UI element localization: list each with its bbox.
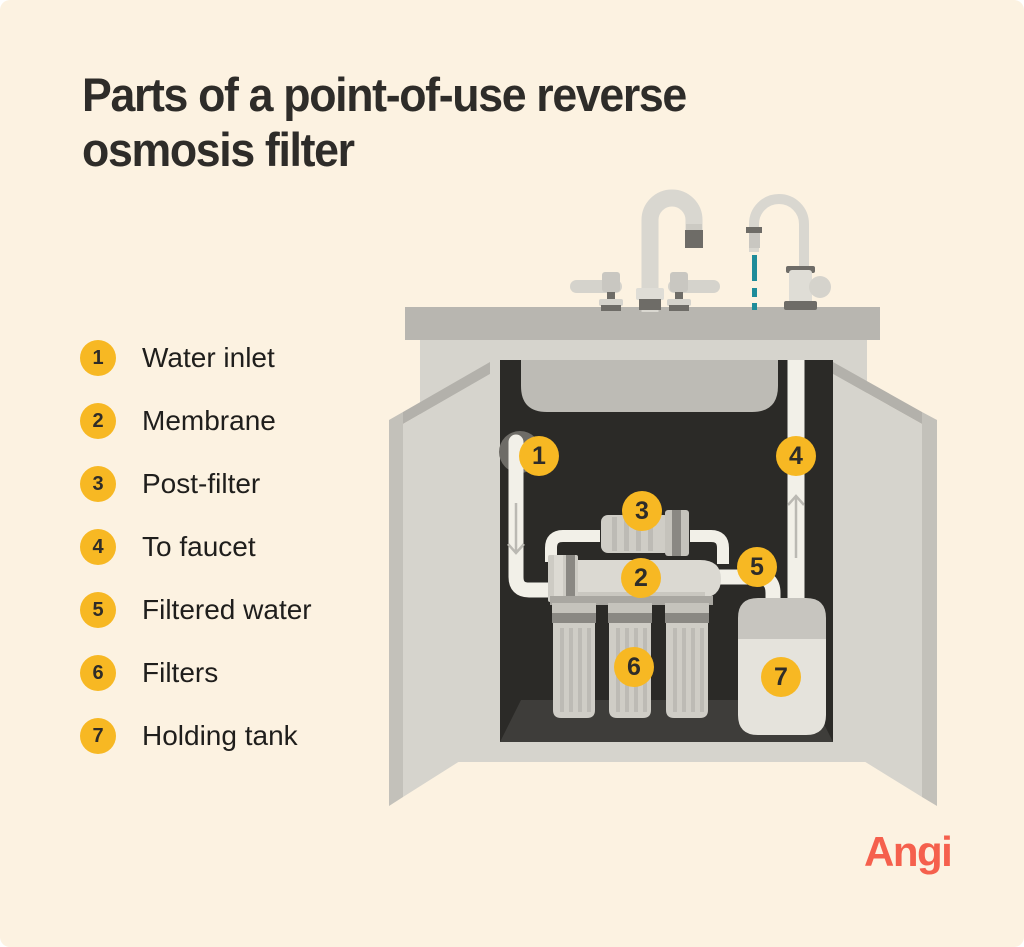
legend-number-badge: 4 [80, 529, 116, 565]
filter-cartridge-1 [552, 603, 596, 718]
legend-item: 1 Water inlet [80, 340, 312, 376]
diagram-number-badge: 3 [622, 491, 662, 531]
water-inlet-pipe [508, 434, 559, 598]
main-faucet [570, 189, 720, 312]
legend-item-label: Filters [142, 657, 219, 688]
diagram-number-badge: 7 [761, 657, 801, 697]
legend-item-label: Holding tank [142, 720, 298, 751]
post-filter-pipe-left [545, 530, 600, 562]
diagram-number-badge: 2 [621, 558, 661, 598]
legend-item-label: Membrane [142, 405, 276, 436]
post-filter-pipe-right [690, 530, 729, 564]
faucet-handle-right [667, 272, 720, 311]
flow-arrow-up-icon [787, 494, 805, 558]
legend-item: 6 Filters [80, 655, 312, 691]
cabinet-door-left [389, 362, 490, 806]
ro-faucet [746, 194, 831, 310]
filter-cartridge-3 [665, 603, 709, 718]
legend-item-label: To faucet [142, 531, 256, 562]
legend-number-badge: 1 [80, 340, 116, 376]
cabinet-door-right [833, 362, 937, 806]
legend-item-label: Water inlet [142, 342, 275, 373]
ro-faucet-wheel [809, 276, 831, 298]
under-sink-illustration [389, 189, 937, 806]
legend-number-badge: 3 [80, 466, 116, 502]
page-title: Parts of a point-of-use reverse osmosis … [82, 68, 687, 176]
legend-item-label: Filtered water [142, 594, 312, 625]
legend-item-label: Post-filter [142, 468, 261, 499]
legend-item: 5 Filtered water [80, 592, 312, 628]
flow-arrow-down-icon [507, 503, 525, 555]
angi-logo: Angi [864, 828, 953, 875]
diagram-number-badge: 4 [776, 436, 816, 476]
legend-item: 2 Membrane [80, 403, 312, 439]
filter-manifold [550, 596, 713, 605]
legend-number-badge: 7 [80, 718, 116, 754]
legend: 1 Water inlet 2 Membrane 3 Post-filter 4… [80, 340, 312, 781]
legend-number-badge: 6 [80, 655, 116, 691]
legend-item: 7 Holding tank [80, 718, 312, 754]
sink-basin [521, 360, 778, 412]
diagram-number-badge: 1 [519, 436, 559, 476]
faucet-handle-left [570, 272, 623, 311]
legend-item: 3 Post-filter [80, 466, 312, 502]
countertop [405, 307, 880, 340]
legend-number-badge: 5 [80, 592, 116, 628]
legend-number-badge: 2 [80, 403, 116, 439]
diagram-number-badge: 6 [614, 647, 654, 687]
legend-item: 4 To faucet [80, 529, 312, 565]
faucet-spout-head [685, 230, 703, 248]
diagram-number-badge: 5 [737, 547, 777, 587]
